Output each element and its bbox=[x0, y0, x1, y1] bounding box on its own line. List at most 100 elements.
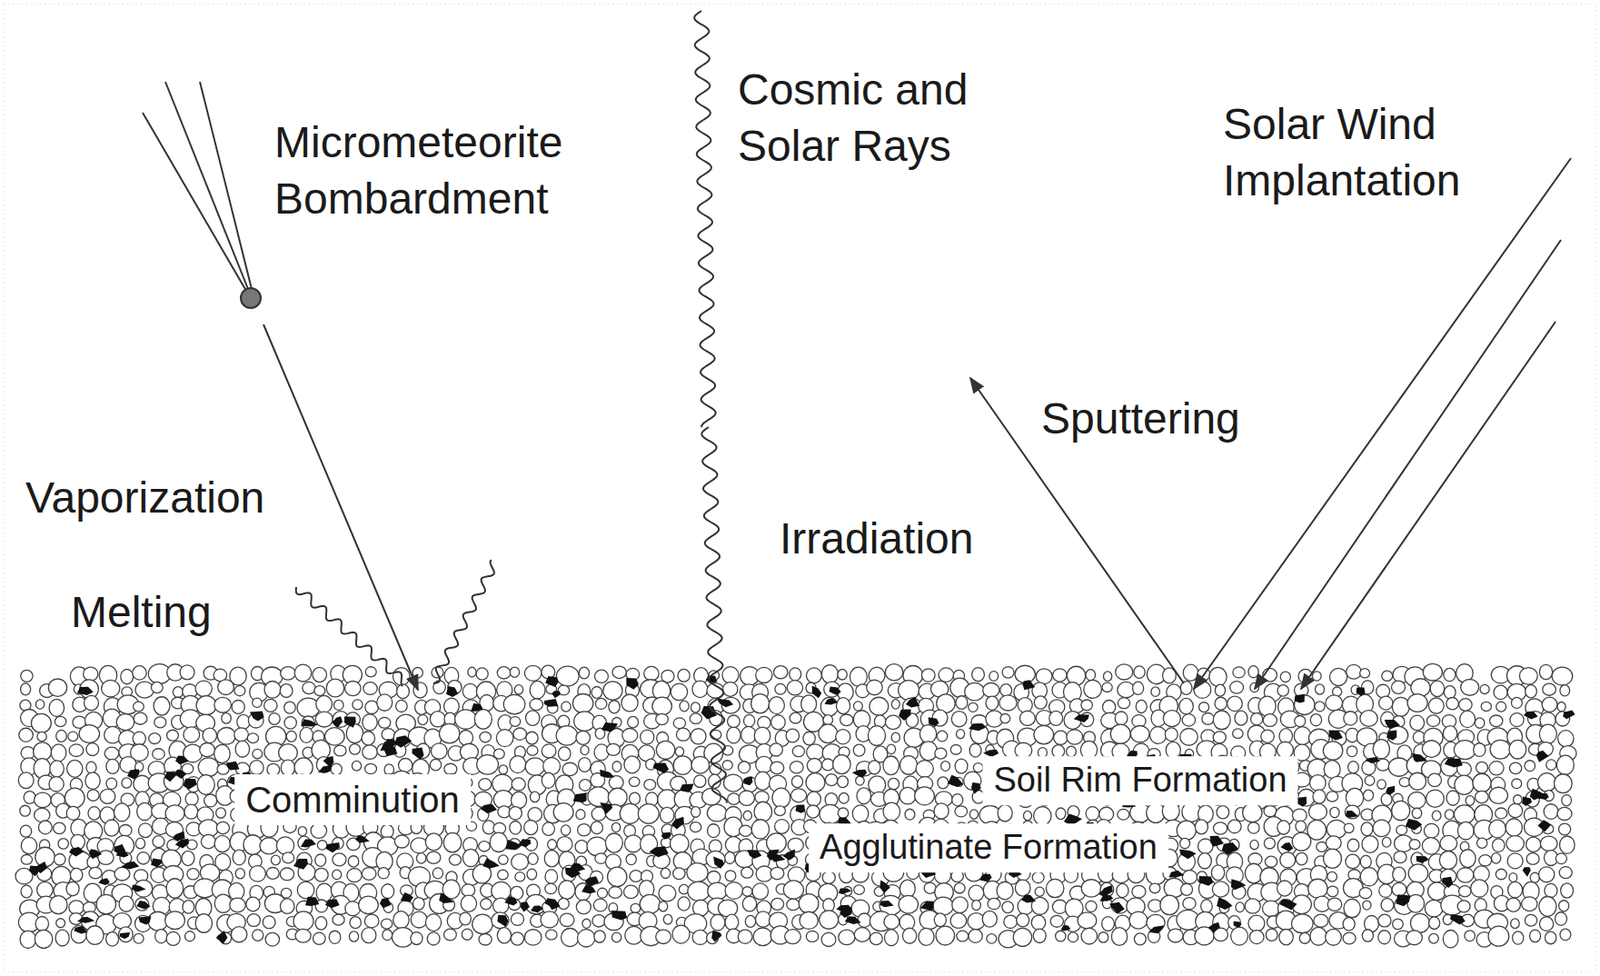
regolith-grain bbox=[33, 742, 52, 761]
regolith-grain bbox=[232, 849, 246, 865]
regolith-grain bbox=[497, 869, 509, 880]
regolith-grain bbox=[37, 731, 47, 741]
regolith-grain bbox=[1396, 824, 1408, 835]
regolith-grain bbox=[1446, 696, 1459, 709]
regolith-grain bbox=[884, 929, 899, 946]
regolith-grain bbox=[580, 745, 589, 755]
dark-particle bbox=[131, 884, 147, 892]
dark-particle bbox=[505, 839, 522, 850]
regolith-grain bbox=[561, 701, 571, 712]
regolith-grain bbox=[49, 895, 68, 915]
regolith-grain bbox=[591, 686, 603, 699]
regolith-grain bbox=[921, 668, 935, 682]
regolith-grain bbox=[1179, 697, 1193, 714]
regolith-grain bbox=[1406, 930, 1423, 945]
regolith-grain bbox=[316, 883, 333, 902]
regolith-grain bbox=[572, 693, 593, 713]
regolith-grain bbox=[119, 895, 134, 912]
regolith-grain bbox=[1454, 775, 1474, 795]
regolith-grain bbox=[1342, 917, 1355, 931]
regolith-grain bbox=[824, 774, 837, 786]
regolith-grain bbox=[85, 772, 100, 790]
regolith-grain bbox=[1559, 823, 1571, 835]
regolith-grain bbox=[252, 929, 264, 942]
cosmic-ray bbox=[694, 10, 716, 428]
dark-particle bbox=[89, 848, 103, 859]
regolith-grain bbox=[1408, 791, 1427, 808]
regolith-grain bbox=[1151, 686, 1161, 696]
regolith-grain bbox=[956, 729, 965, 739]
regolith-grain bbox=[503, 694, 526, 714]
regolith-grain bbox=[293, 911, 314, 931]
regolith-grain bbox=[30, 713, 51, 733]
regolith-grain bbox=[462, 848, 479, 866]
regolith-grain bbox=[377, 694, 393, 711]
regolith-grain bbox=[1559, 866, 1572, 879]
regolith-grain bbox=[1115, 664, 1133, 680]
regolith-grain bbox=[154, 716, 167, 728]
regolith-grain bbox=[509, 821, 522, 835]
regolith-grain bbox=[1023, 810, 1032, 820]
regolith-grain bbox=[196, 695, 217, 716]
regolith-grain bbox=[1431, 810, 1441, 821]
regolith-grain bbox=[899, 755, 917, 776]
regolith-grain bbox=[458, 730, 473, 746]
regolith-grain bbox=[1249, 930, 1264, 945]
regolith-grain bbox=[606, 743, 621, 756]
dark-particle bbox=[120, 861, 140, 870]
dark-particle bbox=[411, 747, 424, 760]
regolith-grain bbox=[299, 726, 314, 743]
dark-particle bbox=[716, 698, 734, 707]
dark-particle bbox=[293, 858, 309, 870]
regolith-grain bbox=[514, 685, 523, 695]
regolith-grain bbox=[1539, 896, 1557, 917]
regolith-grain bbox=[477, 755, 499, 776]
regolith-grain bbox=[1311, 671, 1322, 681]
regolith-grain bbox=[835, 729, 851, 745]
regolith-grain bbox=[1381, 793, 1392, 805]
regolith-grain bbox=[20, 683, 31, 696]
regolith-grain bbox=[1248, 914, 1265, 932]
regolith-grain bbox=[259, 837, 279, 855]
regolith-grain bbox=[1035, 668, 1053, 685]
regolith-grain bbox=[119, 926, 134, 943]
regolith-grain bbox=[692, 929, 708, 945]
dark-particle bbox=[77, 686, 94, 696]
regolith-grain bbox=[1429, 933, 1440, 944]
regolith-grain bbox=[690, 702, 700, 713]
regolith-grain bbox=[785, 728, 800, 743]
regolith-grain bbox=[498, 765, 508, 775]
regolith-grain bbox=[493, 897, 509, 914]
regolith-grain bbox=[363, 682, 378, 696]
regolith-grain bbox=[527, 853, 538, 865]
regolith-grain bbox=[264, 698, 278, 712]
regolith-grain bbox=[214, 696, 232, 713]
dark-particle bbox=[300, 718, 319, 726]
regolith-grain bbox=[83, 666, 99, 681]
regolith-grain bbox=[330, 763, 342, 776]
regolith-grain bbox=[1098, 932, 1109, 943]
regolith-grain bbox=[106, 758, 120, 774]
regolith-grain bbox=[673, 717, 686, 729]
dark-particle bbox=[713, 855, 725, 868]
regolith-grain bbox=[1081, 699, 1094, 711]
regolith-grain bbox=[349, 916, 361, 929]
regolith-grain bbox=[950, 913, 967, 929]
regolith-grain bbox=[462, 683, 478, 699]
regolith-grain bbox=[380, 918, 392, 929]
regolith-grain bbox=[954, 758, 968, 774]
regolith-grain bbox=[1495, 868, 1507, 879]
dark-particle bbox=[69, 846, 84, 856]
regolith-grain bbox=[951, 711, 967, 727]
regolith-grain bbox=[280, 666, 297, 680]
regolith-grain bbox=[37, 881, 54, 898]
regolith-grain bbox=[1470, 879, 1489, 897]
regolith-grain bbox=[347, 868, 362, 883]
regolith-grain bbox=[785, 929, 802, 945]
regolith-grain bbox=[83, 695, 99, 710]
regolith-grain bbox=[1212, 881, 1229, 897]
regolith-grain bbox=[705, 850, 726, 868]
regolith-grain bbox=[113, 913, 132, 929]
regolith-grain bbox=[1442, 725, 1457, 742]
regolith-grain bbox=[612, 665, 627, 679]
